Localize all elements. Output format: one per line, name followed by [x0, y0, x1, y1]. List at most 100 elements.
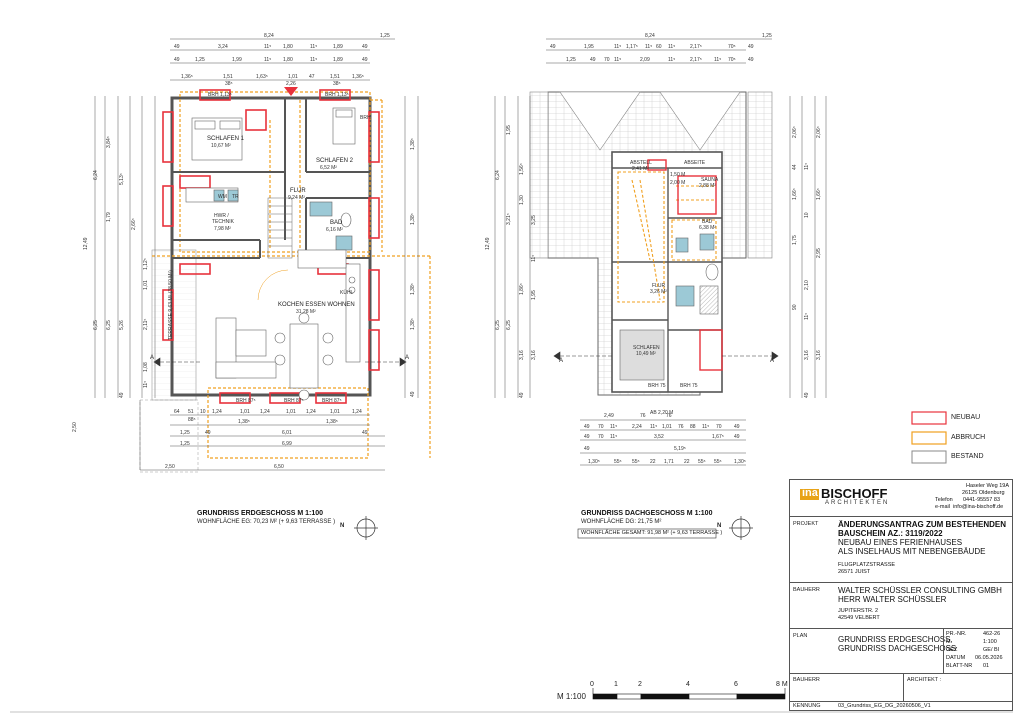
dg-dim-left-2: 1,95 — [506, 125, 512, 135]
meta-prnr-value: 462-26 — [983, 631, 1001, 637]
bauherr-address-2: 42549 VELBERT — [838, 615, 880, 621]
eg-dim-top-total: 8,24 — [264, 33, 274, 39]
eg-dim-right-3: 1,38⁵ — [410, 318, 416, 330]
bauherr-line-2: HERR WALTER SCHÜSSLER — [838, 595, 947, 604]
dg-dim-left-1: 6,24 — [495, 170, 501, 180]
dg-section-a-left: A — [559, 358, 564, 364]
dg-dim-top-16: 11⁵ — [668, 57, 676, 63]
dg-area-total: WOHNFLÄCHE GESAMT: 91,98 M² (+ 9,63 TERR… — [581, 530, 723, 536]
dg-dim-bot-11: 11⁵ — [702, 424, 710, 430]
dg-dim-bot-2: 76 — [666, 413, 672, 419]
dg-dim-bot-6: 2,24 — [632, 424, 642, 430]
dg-dim-left-5: 3,21⁵ — [506, 213, 512, 225]
room-terrasse: TERRASSE 9,63 M² (38,50 M²) — [168, 270, 174, 340]
eg-dim-bot-2: 10 — [200, 409, 206, 415]
dg-dim-right-11: 11⁵ — [804, 312, 810, 320]
eg-dim-left-0: 12,49 — [83, 237, 89, 250]
eg-dim-left-2: 3,84⁵ — [106, 136, 112, 148]
attic-floor-plan — [494, 38, 827, 540]
eg-dim-right-1: 1,38⁵ — [410, 213, 416, 225]
dg-dim-top-17: 2,17⁵ — [690, 57, 702, 63]
room-hwr-area: 7,98 M² — [214, 226, 231, 232]
eg-title: GRUNDRISS ERDGESCHOSS M 1:100 — [197, 510, 324, 517]
eg-dim-top-26: 38⁵ — [225, 81, 233, 87]
eg-brh-bot-2: BRH 87⁵ — [284, 398, 304, 404]
dg-room-flur-area: 3,26 M² — [650, 289, 667, 295]
dg-dim-right-0: 2,06⁵ — [792, 126, 798, 138]
dg-dim-top-4: 1,17⁵ — [626, 44, 638, 50]
dg-title: GRUNDRISS DACHGESCHOSS M 1:100 — [581, 510, 713, 517]
meta-datum-value: 06.05.2026 — [975, 655, 1003, 661]
terrace-area — [151, 249, 197, 401]
eg-dim-bot-3: 1,24 — [212, 409, 222, 415]
eg-dim-left-8: 2,11⁵ — [143, 318, 149, 330]
label-wm: WM — [218, 194, 227, 200]
logo-prefix: ina — [802, 487, 818, 499]
dg-dim-bot-16: 11⁵ — [610, 434, 618, 440]
dg-room-schlafen-area: 10,49 M² — [636, 351, 656, 357]
dg-dim-top-18: 11⁵ — [714, 57, 722, 63]
dg-dim-bot-27: 22 — [684, 459, 690, 465]
dg-dim-left-3: 1,56⁵ — [519, 163, 525, 175]
dg-dim-top-13: 70 — [604, 57, 610, 63]
eg-dim-left-11: 6,25 — [106, 320, 112, 330]
dg-dim-bot-8: 1,01 — [662, 424, 672, 430]
projekt-line-3: NEUBAU EINES FERIENHAUSES — [838, 538, 963, 547]
room-hwr-name: HWR / — [214, 213, 229, 219]
logo-name: BISCHOFF — [821, 486, 888, 501]
dg-dim-top-8: 2,17⁵ — [690, 44, 702, 50]
dg-dim-bot-1: 76 — [640, 413, 646, 419]
eg-dim-right-5: 49 — [410, 391, 416, 397]
room-hwr-sub: TECHNIK — [212, 219, 234, 225]
label-kuehl: KÜHL — [340, 290, 354, 296]
dg-dim-right-8: 2,95 — [816, 248, 822, 258]
eg-dim-left-1: 6,24 — [93, 170, 99, 180]
eg-dim-left-6: 6,25 — [93, 320, 99, 330]
eg-dim-top-4: 1,80 — [283, 44, 293, 50]
dg-dim-bot-10: 88 — [690, 424, 696, 430]
dg-dim-top-10: 49 — [748, 44, 754, 50]
eg-dim-bot-11: 1,38⁵ — [238, 419, 250, 425]
dg-dim-left-7: 11⁵ — [531, 254, 537, 262]
dg-height-1: 1,50 M — [670, 172, 686, 178]
eg-dim-top-16: 1,36⁵ — [181, 74, 193, 80]
dg-dim-bot-30: 1,30⁵ — [734, 459, 746, 465]
kennung-value: 03_Grundriss_EG_DG_20260506_V1 — [838, 703, 931, 709]
dg-dim-right-12: 3,16 — [804, 350, 810, 360]
bauherr-label: BAUHERR — [793, 587, 820, 593]
dg-dim-bot-7: 11⁵ — [650, 424, 658, 430]
dg-room-sauna-name: SAUNA — [701, 177, 719, 183]
dg-ab-height: AB 2,20 M — [650, 410, 674, 416]
dg-dim-top-overhang: 1,25 — [762, 33, 772, 39]
dg-dim-bot-17: 3,52 — [654, 434, 664, 440]
meta-gez-value: GE/ BI — [983, 647, 1000, 653]
eg-outer-wall — [170, 96, 372, 397]
eg-north-label: N — [340, 523, 345, 529]
dg-dim-top-11: 1,25 — [566, 57, 576, 63]
eg-dim-right-2: 1,38⁵ — [410, 283, 416, 295]
dg-dim-right-5: 1,66⁵ — [816, 188, 822, 200]
scale-tick-1: 1 — [614, 681, 618, 688]
dg-dim-left-14: 49 — [519, 392, 525, 398]
room-bad-area: 6,16 M² — [326, 227, 343, 233]
plan-line-1: GRUNDRISS ERDGESCHOSS, — [838, 635, 953, 644]
dg-dim-bot-21: 5,19⁵ — [674, 446, 686, 452]
eg-brh-1: BRH 1,13⁵ — [208, 92, 232, 98]
eg-dim-top-20: 47 — [309, 74, 315, 80]
scale-tick-2: 2 — [638, 681, 642, 688]
legend-abbruch-swatch — [911, 431, 947, 445]
address-city: 26125 Oldenburg — [962, 490, 1005, 496]
dg-dim-bot-14: 49 — [584, 434, 590, 440]
eg-dim-bot-5: 1,24 — [260, 409, 270, 415]
dg-dim-bot-23: 55⁵ — [614, 459, 622, 465]
meta-blatt-value: 01 — [983, 663, 990, 669]
meta-scale-key: M — [946, 639, 951, 645]
plan-label: PLAN — [793, 633, 808, 639]
eg-dim-right-0: 1,38⁵ — [410, 138, 416, 150]
eg-dim-bot-16: 49 — [362, 430, 368, 436]
eg-dim-top-2: 3,24 — [218, 44, 228, 50]
projekt-line-4: ALS INSELHAUS MIT NEBENGEBÄUDE — [838, 547, 986, 556]
dg-dim-bot-28: 55⁵ — [698, 459, 706, 465]
email-value: info@ina-bischoff.de — [953, 504, 1004, 510]
